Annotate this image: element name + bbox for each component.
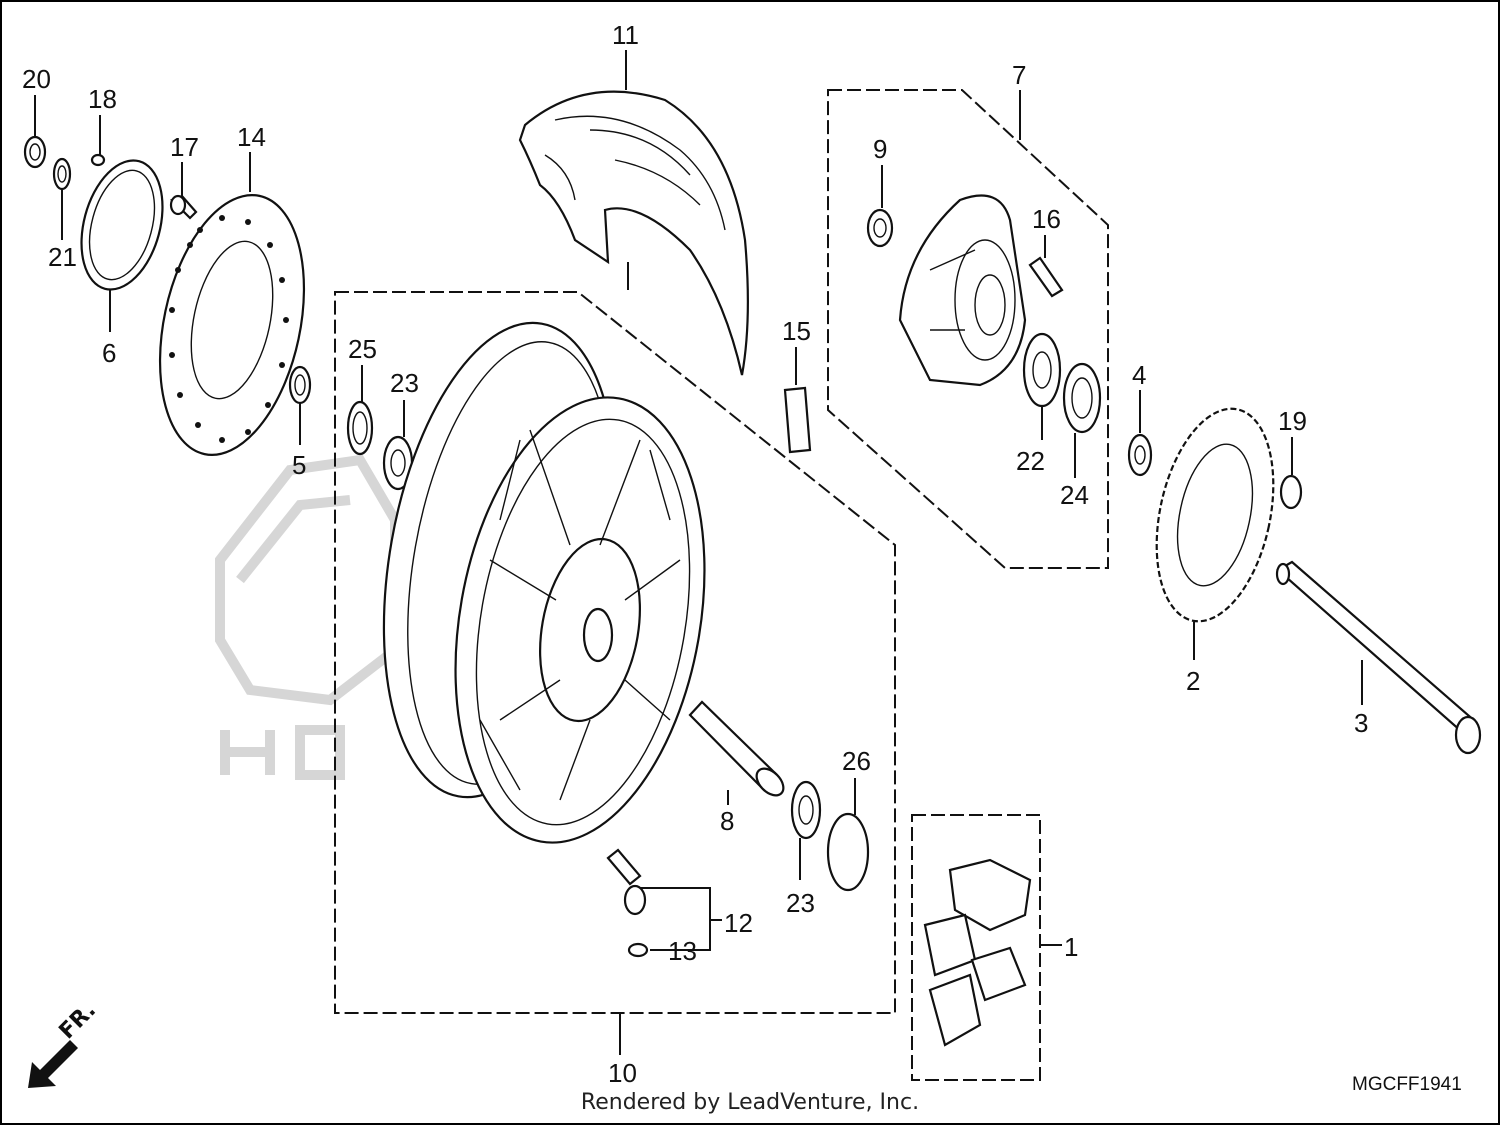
- diagram-code: MGCFF1941: [1352, 1074, 1462, 1095]
- seal-24: [1062, 362, 1102, 434]
- front-direction-arrow-icon: FR.: [28, 998, 101, 1088]
- collar-8: [688, 700, 785, 797]
- callout-8: 8: [720, 806, 734, 836]
- callout-5: 5: [292, 450, 306, 480]
- callout-7: 7: [1012, 60, 1026, 90]
- direction-marker: FR.: [55, 998, 101, 1044]
- callout-20: 20: [22, 64, 51, 94]
- damper-set-part: [923, 858, 1032, 1047]
- hub-assembly-box: [827, 89, 1109, 569]
- brake-disc-part: [158, 194, 306, 456]
- watermark-logo: [215, 454, 400, 780]
- callout-9: 9: [873, 134, 887, 164]
- callout-15: 15: [782, 316, 811, 346]
- bearing-22: [1022, 332, 1062, 408]
- callout-1: 1: [1064, 932, 1078, 962]
- leader-lines: [34, 50, 1363, 1055]
- callout-26: 26: [842, 746, 871, 776]
- stud-16: [1028, 256, 1064, 298]
- ring-plate-part: [80, 159, 164, 291]
- washer-21: [52, 157, 72, 191]
- valve-12: [606, 848, 647, 916]
- callout-4: 4: [1132, 360, 1146, 390]
- bearing-23-lower: [790, 780, 822, 840]
- spacer-4: [1127, 433, 1153, 477]
- callout-23-upper: 23: [390, 368, 419, 398]
- callout-14: 14: [237, 122, 266, 152]
- callout-19: 19: [1278, 406, 1307, 436]
- callout-2: 2: [1186, 666, 1200, 696]
- callout-3: 3: [1354, 708, 1368, 738]
- callout-21: 21: [48, 242, 77, 272]
- callout-25: 25: [348, 334, 377, 364]
- callout-10: 10: [608, 1058, 637, 1088]
- tire-part: [518, 90, 749, 376]
- nut-19: [1279, 474, 1303, 510]
- credit-text: Rendered by LeadVenture, Inc.: [580, 1090, 920, 1115]
- callout-13: 13: [668, 936, 697, 966]
- bolt-18: [90, 153, 106, 167]
- nut-20: [23, 135, 47, 169]
- hub-part: [898, 194, 1027, 387]
- damper-set-box: [911, 814, 1041, 1081]
- bearing-9: [866, 208, 894, 248]
- seal-25: [346, 400, 374, 456]
- callout-24: 24: [1060, 480, 1089, 510]
- callout-12: 12: [724, 908, 753, 938]
- axle-part: [1275, 560, 1482, 755]
- wheel-assembly-box: [334, 291, 896, 1014]
- sprocket-part: [1155, 407, 1275, 623]
- callout-22: 22: [1016, 446, 1045, 476]
- callout-17: 17: [170, 132, 199, 162]
- spacer-5: [288, 365, 312, 405]
- callout-labels: 20 18 17 14 21 6 5 25 23 11 7 9 16 15 4 …: [22, 20, 1368, 1088]
- callout-16: 16: [1032, 204, 1061, 234]
- callout-18: 18: [88, 84, 117, 114]
- wheel-part: [382, 321, 706, 844]
- callout-6: 6: [102, 338, 116, 368]
- grommet-13: [627, 942, 649, 958]
- callout-23-lower: 23: [786, 888, 815, 918]
- bolt-17: [169, 194, 198, 220]
- label-15: [783, 386, 812, 454]
- callout-11: 11: [612, 20, 639, 50]
- o-ring-26: [826, 812, 870, 892]
